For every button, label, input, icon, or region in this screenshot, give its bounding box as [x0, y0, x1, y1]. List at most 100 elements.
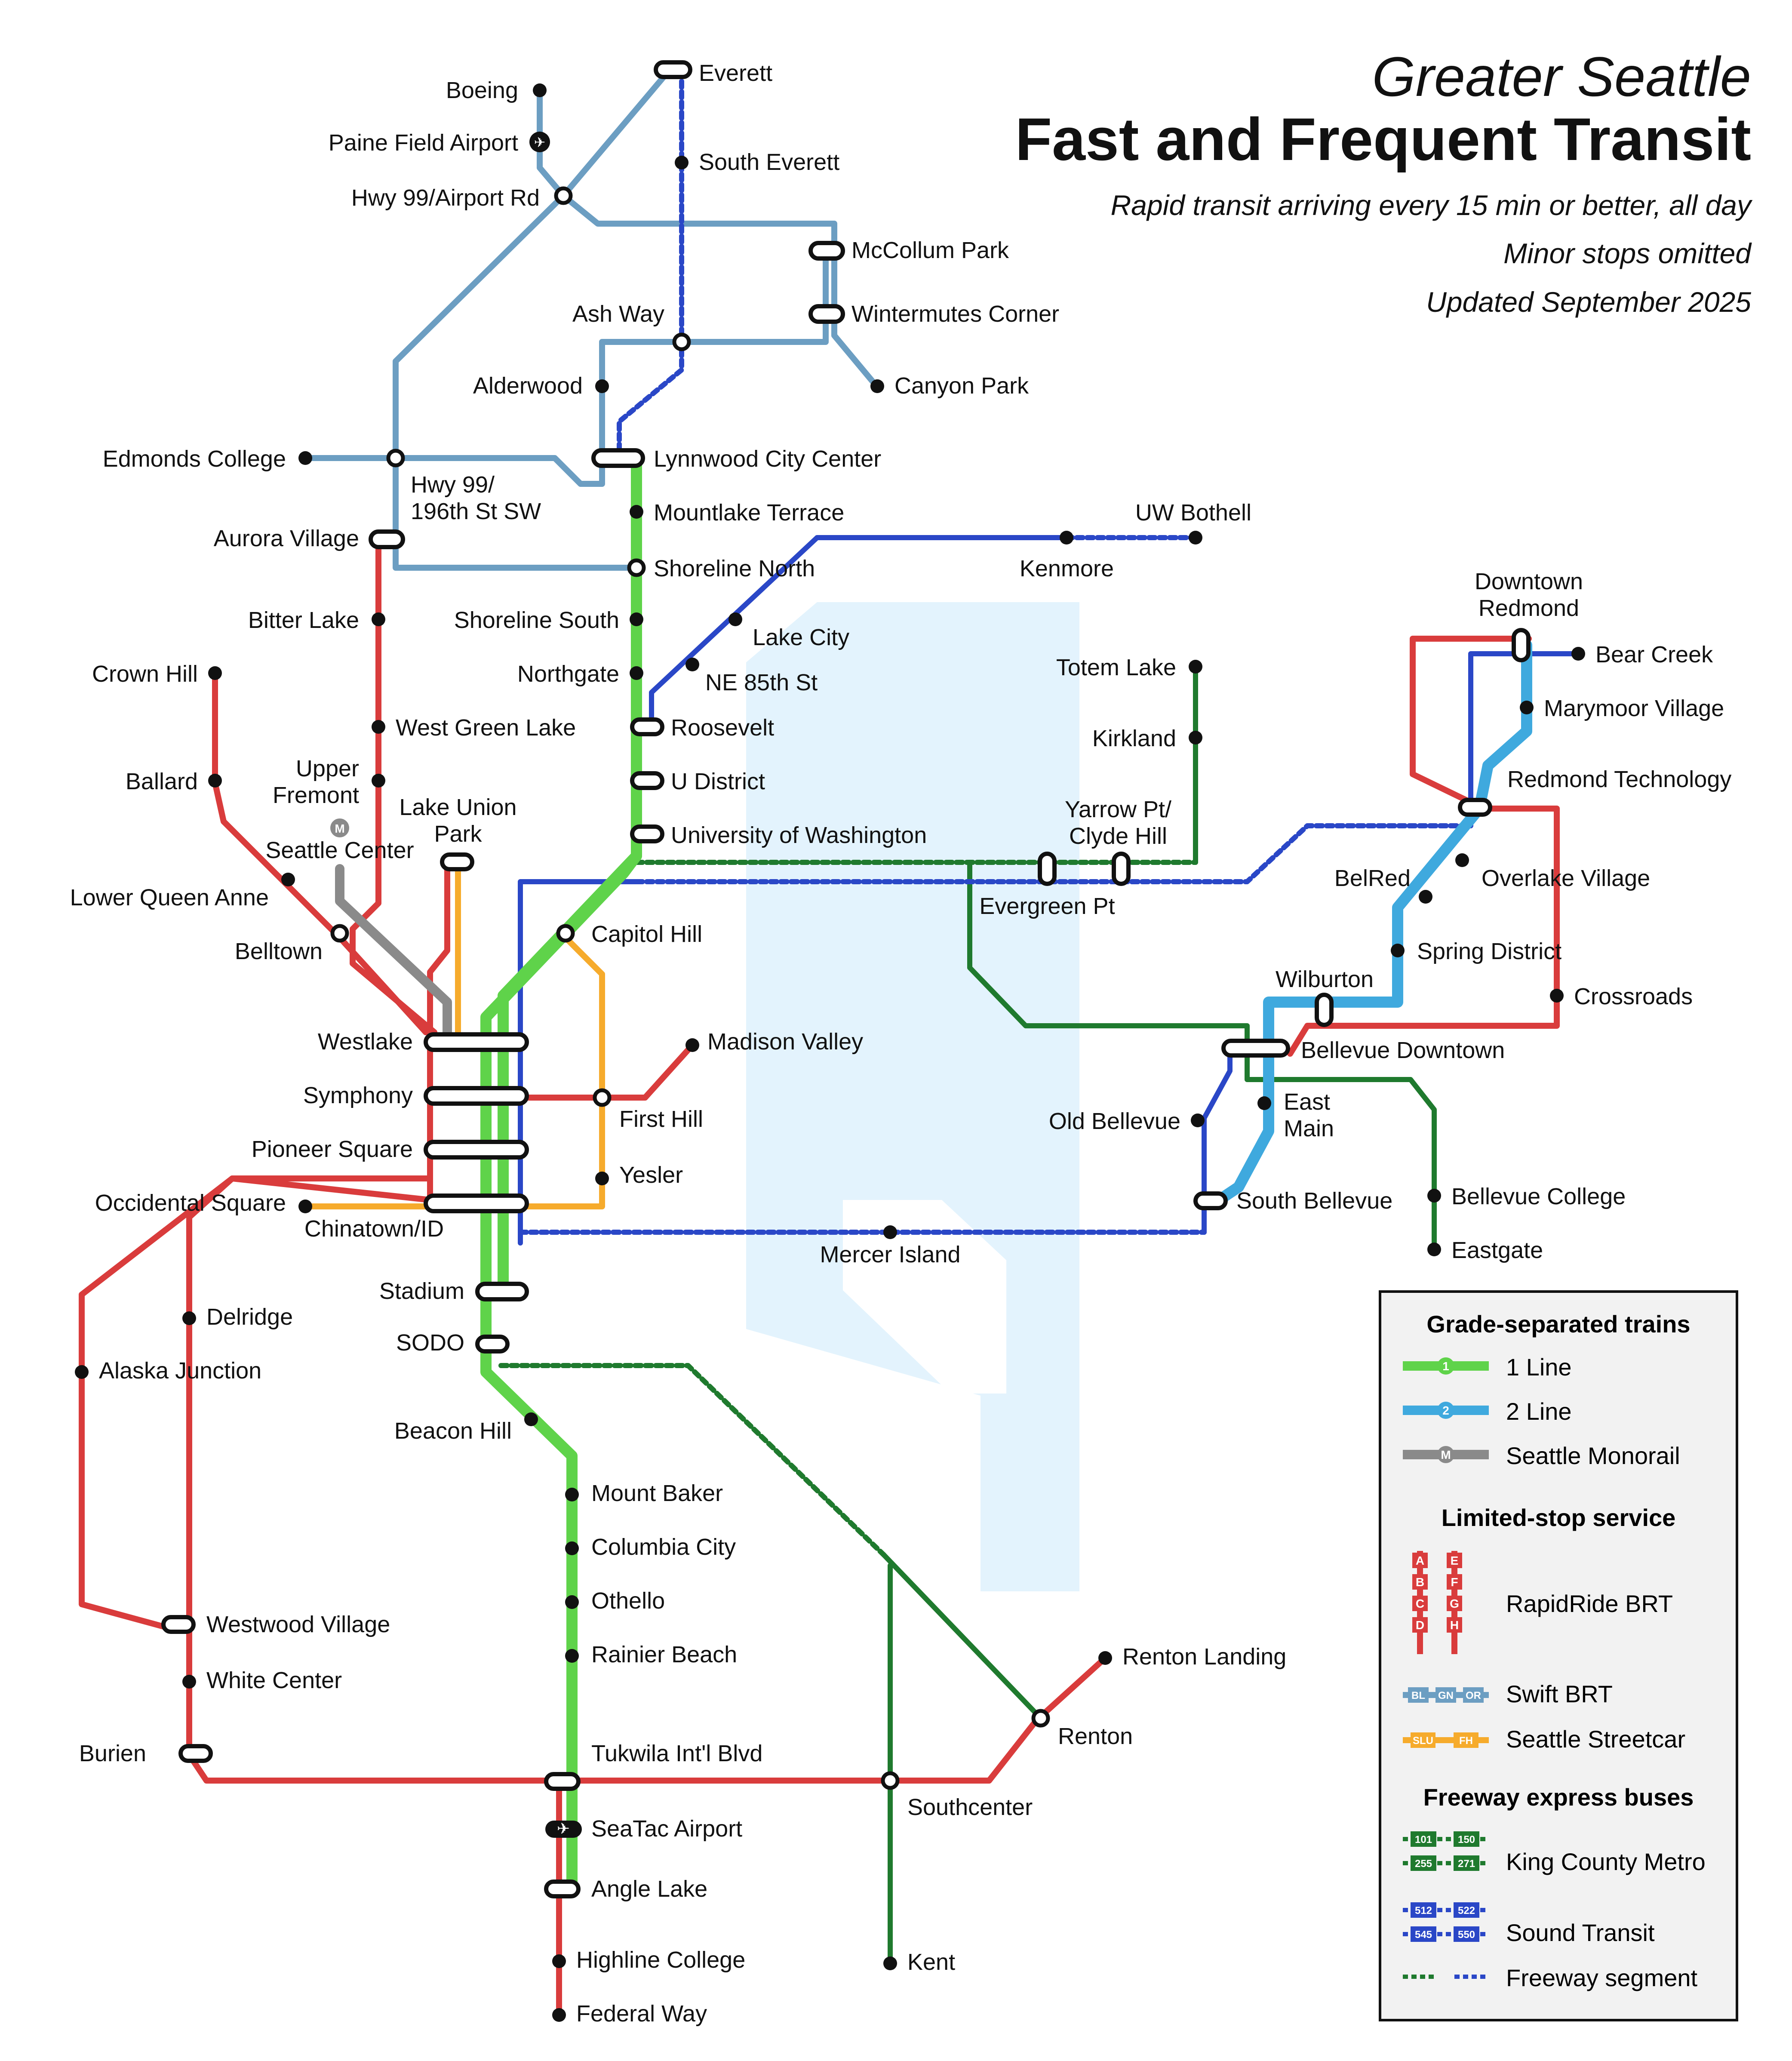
svg-text:OR: OR: [1466, 1690, 1481, 1701]
station-label-canyon: Canyon Park: [894, 373, 1029, 399]
station-transfer: [386, 449, 405, 468]
station-dot: [565, 1541, 579, 1555]
monorail-bullet: [330, 818, 349, 837]
station-label-bellevuecollege: Bellevue College: [1451, 1184, 1626, 1209]
svg-text:2: 2: [1442, 1404, 1449, 1417]
station-transfer: [672, 332, 691, 351]
svg-text:A: A: [1416, 1554, 1424, 1567]
route-rapidride-c: [79, 857, 450, 1633]
route-1-line-b: [498, 850, 642, 1296]
legend-limited-title: Limited-stop service: [1441, 1504, 1676, 1531]
station-label-yesler: Yesler: [619, 1162, 683, 1188]
station-label-delridge: Delridge: [206, 1304, 293, 1330]
svg-text:GN: GN: [1438, 1690, 1454, 1701]
station-dot: [1060, 531, 1073, 544]
station-label-sodo: SODO: [396, 1330, 464, 1356]
station-label-fedway: Federal Way: [576, 2001, 707, 2027]
station-dot: [1191, 1114, 1205, 1127]
station-label-seatac: SeaTac Airport: [591, 1816, 742, 1842]
subtitle-updated: Updated September 2025: [1426, 286, 1751, 318]
route-st-545-east: [1468, 651, 1581, 828]
station-label-spring: Spring District: [1417, 938, 1561, 964]
legend-freeway-title: Freeway express buses: [1423, 1784, 1694, 1811]
svg-text:D: D: [1416, 1618, 1424, 1632]
station-label-shorn: Shoreline North: [654, 556, 815, 581]
legend-line1: 1 Line: [1506, 1353, 1572, 1381]
svg-text:M: M: [1441, 1448, 1451, 1461]
station-label-aurora: Aurora Village: [214, 526, 359, 551]
subtitle-frequency: Rapid transit arriving every 15 min or b…: [1110, 189, 1751, 221]
svg-text:BL: BL: [1411, 1690, 1425, 1701]
station-dot: [883, 1225, 897, 1239]
station-label-ballard: Ballard: [126, 769, 198, 794]
route-metro-101: [881, 1552, 1043, 1721]
station-dot: [685, 658, 699, 671]
station-label-boeing: Boeing: [446, 77, 518, 103]
station-dot: [298, 451, 312, 465]
station-label-paine: Paine Field Airport: [329, 130, 518, 156]
station-dot: [75, 1365, 89, 1379]
svg-text:271: 271: [1458, 1858, 1475, 1870]
station-dot: [1257, 1096, 1271, 1110]
station-label-winter: Wintermutes Corner: [851, 301, 1059, 327]
station-dot: [883, 1956, 897, 1970]
airport-icon: ✈: [557, 1820, 570, 1837]
station-label-belred: BelRed: [1334, 865, 1411, 891]
route-st-512: [617, 68, 684, 454]
route-rapidride-b: [1287, 636, 1560, 1057]
svg-text:F: F: [1451, 1575, 1458, 1589]
station-label-westwood: Westwood Village: [206, 1612, 390, 1637]
svg-text:101: 101: [1415, 1834, 1432, 1846]
station-label-southcenter: Southcenter: [907, 1794, 1033, 1820]
station-label-hwy99196: Hwy 99/196th St SW: [411, 472, 541, 524]
title-line-2: Fast and Frequent Transit: [1015, 105, 1751, 173]
legend-line2: 2 Line: [1506, 1398, 1572, 1425]
station-dot: [1098, 1651, 1112, 1665]
legend-metro: King County Metro: [1506, 1848, 1706, 1875]
station-label-pioneer: Pioneer Square: [252, 1136, 413, 1162]
station-dot: [565, 1595, 579, 1609]
route-streetcar-fh: [302, 935, 605, 1209]
station-label-redtech: Redmond Technology: [1507, 766, 1731, 792]
svg-text:255: 255: [1415, 1858, 1432, 1870]
station-dot: [870, 379, 884, 393]
station-label-bearcreek: Bear Creek: [1595, 642, 1713, 668]
station-dot: [372, 612, 385, 626]
station-dot: [728, 612, 742, 626]
station-dot: [1189, 660, 1202, 674]
station-dot: [524, 1412, 538, 1426]
title-line-1: Greater Seattle: [1372, 45, 1751, 108]
station-label-stadium: Stadium: [379, 1278, 464, 1304]
station-label-columbia: Columbia City: [591, 1534, 736, 1560]
svg-text:C: C: [1416, 1597, 1424, 1610]
station-label-shors: Shoreline South: [454, 607, 619, 633]
station-label-westlake: Westlake: [318, 1029, 413, 1055]
legend-train-swatches: 1 2 M: [1403, 1357, 1489, 1463]
station-label-marymoor: Marymoor Village: [1544, 695, 1724, 721]
route-st-545: [518, 879, 639, 1246]
legend-brt-swatches: A B C D E F G H BL GN OR SLU FH: [1403, 1551, 1489, 1748]
station-dot: [630, 666, 643, 680]
station-label-ne85: NE 85th St: [705, 670, 818, 695]
svg-text:522: 522: [1458, 1905, 1475, 1916]
station-dot: [281, 873, 295, 886]
station-label-uwbothell: UW Bothell: [1135, 500, 1251, 526]
paine-airport-icon: [529, 132, 550, 152]
station-label-symphony: Symphony: [303, 1083, 413, 1108]
route-monorail: [335, 864, 452, 1039]
station-label-uw: University of Washington: [671, 822, 927, 848]
station-dot: [208, 774, 222, 787]
station-dot: [630, 505, 643, 519]
station-label-wgl: West Green Lake: [396, 715, 576, 741]
legend-st: Sound Transit: [1506, 1919, 1655, 1946]
route-rapidride-f: [186, 1655, 1108, 1784]
station-dot: [208, 666, 222, 680]
station-label-lqa: Lower Queen Anne: [70, 885, 269, 911]
station-label-bitter: Bitter Lake: [248, 607, 359, 633]
station-label-southbellevue: South Bellevue: [1236, 1188, 1392, 1214]
station-dot: [675, 156, 689, 169]
svg-text:G: G: [1450, 1597, 1459, 1610]
station-transfer: [627, 558, 646, 577]
station-label-northgate: Northgate: [517, 661, 619, 687]
